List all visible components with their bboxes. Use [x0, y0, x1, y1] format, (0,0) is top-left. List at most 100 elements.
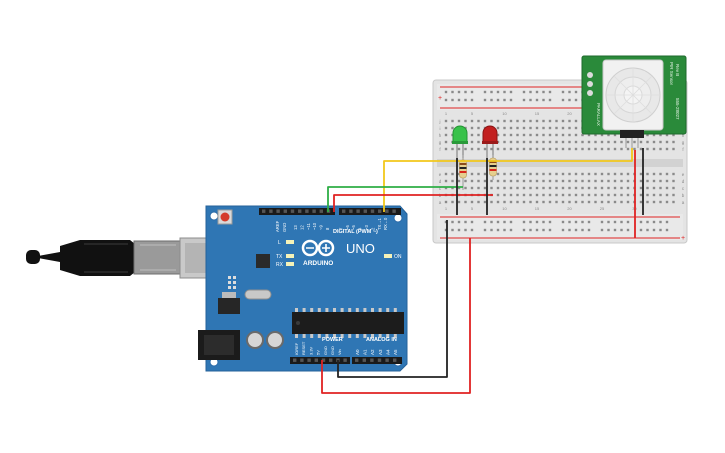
led-l-indicator	[286, 240, 294, 244]
wire-red-led[interactable]	[333, 194, 493, 212]
row-letter: e	[682, 172, 685, 177]
rail-plus-label-top: +	[438, 95, 442, 102]
power-pin-label: 3.3V	[308, 346, 313, 355]
digital-pin-label: ~11	[306, 223, 311, 230]
row-letter: d	[682, 179, 685, 184]
digital-pin-label: 12	[299, 225, 304, 230]
led-green[interactable]	[452, 125, 468, 158]
board-model: UNO	[346, 241, 375, 256]
analog-pin-label: A5	[393, 349, 398, 355]
led-rx-indicator	[286, 262, 294, 266]
row-letter: d	[439, 179, 442, 184]
usb-chip	[256, 254, 270, 268]
row-letter: g	[439, 140, 442, 145]
analog-pin-label: A0	[355, 349, 360, 355]
power-header[interactable]	[290, 357, 350, 364]
column-number: 25	[600, 206, 605, 211]
on-label: ON	[394, 254, 402, 260]
digital-pin-label: RX←0	[383, 217, 388, 230]
power-label: POWER	[322, 337, 343, 343]
capacitor-right	[266, 331, 284, 349]
crystal-oscillator	[244, 289, 272, 300]
capacitor-left	[246, 331, 264, 349]
column-number: 15	[535, 111, 540, 116]
digital-pin-label: 7	[338, 227, 343, 230]
digital-pin-label: 2	[370, 227, 375, 230]
column-number: 1	[445, 206, 448, 211]
column-number: 1	[445, 111, 448, 116]
column-number: 20	[567, 111, 572, 116]
digital-header-right[interactable]	[339, 208, 401, 215]
gnd-label: GND	[282, 223, 287, 232]
column-number: 15	[535, 206, 540, 211]
digital-pin-label: ~9	[319, 225, 324, 230]
row-letter: j	[439, 119, 441, 124]
wire-green-led[interactable]	[327, 186, 463, 212]
row-letter: c	[439, 186, 442, 191]
resistor-red-led[interactable]	[489, 155, 497, 180]
led-on-indicator	[384, 254, 392, 258]
analog-label: ANALOG IN	[366, 337, 397, 343]
analog-pin-label: A1	[363, 349, 368, 355]
pir-sensor-name: PIR Sensor	[669, 62, 674, 86]
rx-label: RX	[276, 262, 284, 268]
analog-pin-label: A4	[385, 349, 390, 355]
pir-sensor-rev: Rev B	[675, 64, 680, 76]
row-letter: b	[682, 193, 685, 198]
analog-pin-label: A2	[370, 349, 375, 355]
microcontroller-chip	[292, 308, 404, 338]
power-pin-label: RESET	[301, 341, 306, 355]
tx-label: TX	[276, 254, 283, 260]
row-letter: f	[439, 147, 441, 152]
wire-red-power[interactable]	[321, 238, 471, 394]
column-number: 10	[502, 206, 507, 211]
wires[interactable]	[321, 148, 644, 394]
power-pin-label: IOREF	[294, 342, 299, 355]
digital-label: DIGITAL (PWM ~)	[333, 229, 378, 235]
analog-header[interactable]	[352, 357, 402, 364]
pir-sensor-part: 555-28027	[675, 98, 680, 120]
pir-sensor[interactable]: PIR Sensor Rev B 555-28027 PARALLAX	[581, 55, 687, 148]
digital-pin-label: 13	[293, 225, 298, 230]
row-letter: c	[682, 186, 685, 191]
power-jack	[198, 330, 240, 360]
wire-black-ground[interactable]	[337, 220, 448, 378]
power-pin-label: GND	[323, 346, 328, 355]
column-number: 5	[471, 111, 474, 116]
power-pin-label: 5V	[316, 350, 321, 355]
row-letter: i	[440, 126, 441, 131]
row-letter: a	[439, 200, 442, 205]
power-pin-label: GND	[330, 346, 335, 355]
row-letter: h	[682, 133, 685, 138]
digital-pin-label: ~3	[364, 225, 369, 230]
digital-header-left[interactable]	[259, 208, 335, 215]
column-number: 20	[567, 206, 572, 211]
row-letter: f	[682, 147, 684, 152]
arduino-logo-icon	[301, 239, 335, 257]
column-number: 10	[502, 111, 507, 116]
led-tx-indicator	[286, 254, 294, 258]
digital-pin-label: 8	[325, 227, 330, 230]
digital-pin-label: ~6	[345, 225, 350, 230]
l-label: L	[278, 240, 281, 246]
row-letter: e	[439, 172, 442, 177]
row-letter: a	[682, 200, 685, 205]
digital-pin-label: TX→1	[377, 217, 382, 230]
reset-button[interactable]	[217, 209, 233, 225]
analog-pin-label: A3	[378, 349, 383, 355]
digital-pin-label: ~10	[312, 222, 317, 230]
column-number: 5	[471, 206, 474, 211]
pir-sensor-brand: PARALLAX	[596, 103, 601, 126]
power-pin-label: Vin	[337, 349, 342, 355]
aref-label: AREF	[275, 220, 280, 232]
digital-pin-label: 4	[358, 227, 363, 230]
row-letter: h	[439, 133, 442, 138]
rail-plus-label-bottom: +	[681, 235, 685, 242]
arduino-logo-text: ARDUINO	[303, 260, 333, 267]
row-letter: g	[682, 140, 685, 145]
